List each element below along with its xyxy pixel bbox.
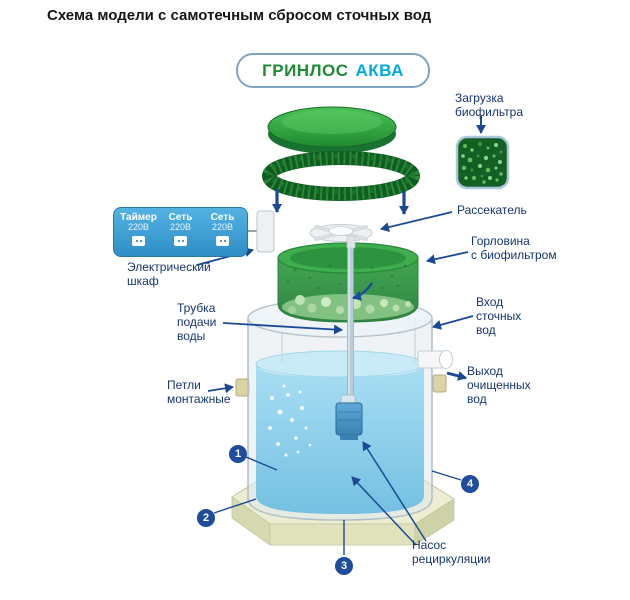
label-outlet: Выход очищенных вод [467,364,531,406]
label-feed-tube: Трубка подачи воды [177,301,217,343]
cabinet-channel-voltage: 220В [127,222,150,232]
label-neck-biofilter: Горловина с биофильтром [471,234,557,262]
biofilter-ring [262,151,420,201]
label-disperser: Рассекатель [457,203,527,217]
cabinet-channel-net2: Сеть 220В [203,212,242,253]
cabinet-channel-label: Таймер [120,212,157,223]
lid [267,106,397,154]
biofilter-media [288,295,411,314]
outlet-pipe [417,350,453,369]
label-mounting-loops: Петли монтажные [167,378,231,406]
cabinet-channel-label: Сеть [210,212,235,223]
aeration-bubbles [268,384,312,457]
mounting-loops [235,374,447,397]
marker-leader-lines [213,456,462,555]
label-electrical-cabinet: Электрический шкаф [127,260,211,288]
page-title: Схема модели с самотечным сбросом сточны… [47,7,432,24]
cabinet-channel-timer: Таймер 220В [119,212,158,253]
power-socket-icon [132,235,145,246]
recirculation-pump [335,394,363,440]
marker-3: 3 [335,557,353,575]
marker-2: 2 [197,509,215,527]
brand-badge: ГРИНЛОС АКВА [236,53,430,88]
power-socket-icon [174,235,187,246]
label-recirculation-pump: Насос рециркуляции [412,538,491,566]
brand-product: АКВА [355,60,404,80]
feed-tube [347,245,354,407]
cabinet-channel-label: Сеть [168,212,193,223]
marker-1: 1 [229,445,247,463]
cable-conduit [248,210,275,253]
electrical-cabinet: Таймер 220В Сеть 220В Сеть 220В [113,207,248,257]
brand-name: ГРИНЛОС [262,60,349,80]
cabinet-channel-net1: Сеть 220В [161,212,200,253]
marker-4: 4 [461,475,479,493]
label-biofilter-load: Загрузка биофильтра [455,91,523,119]
cabinet-channel-voltage: 220В [169,222,192,232]
biofilter-sample [455,135,510,190]
disperser [309,224,373,249]
cabinet-channel-voltage: 220В [211,222,234,232]
label-inlet: Вход сточных вод [476,295,522,337]
power-socket-icon [216,235,229,246]
